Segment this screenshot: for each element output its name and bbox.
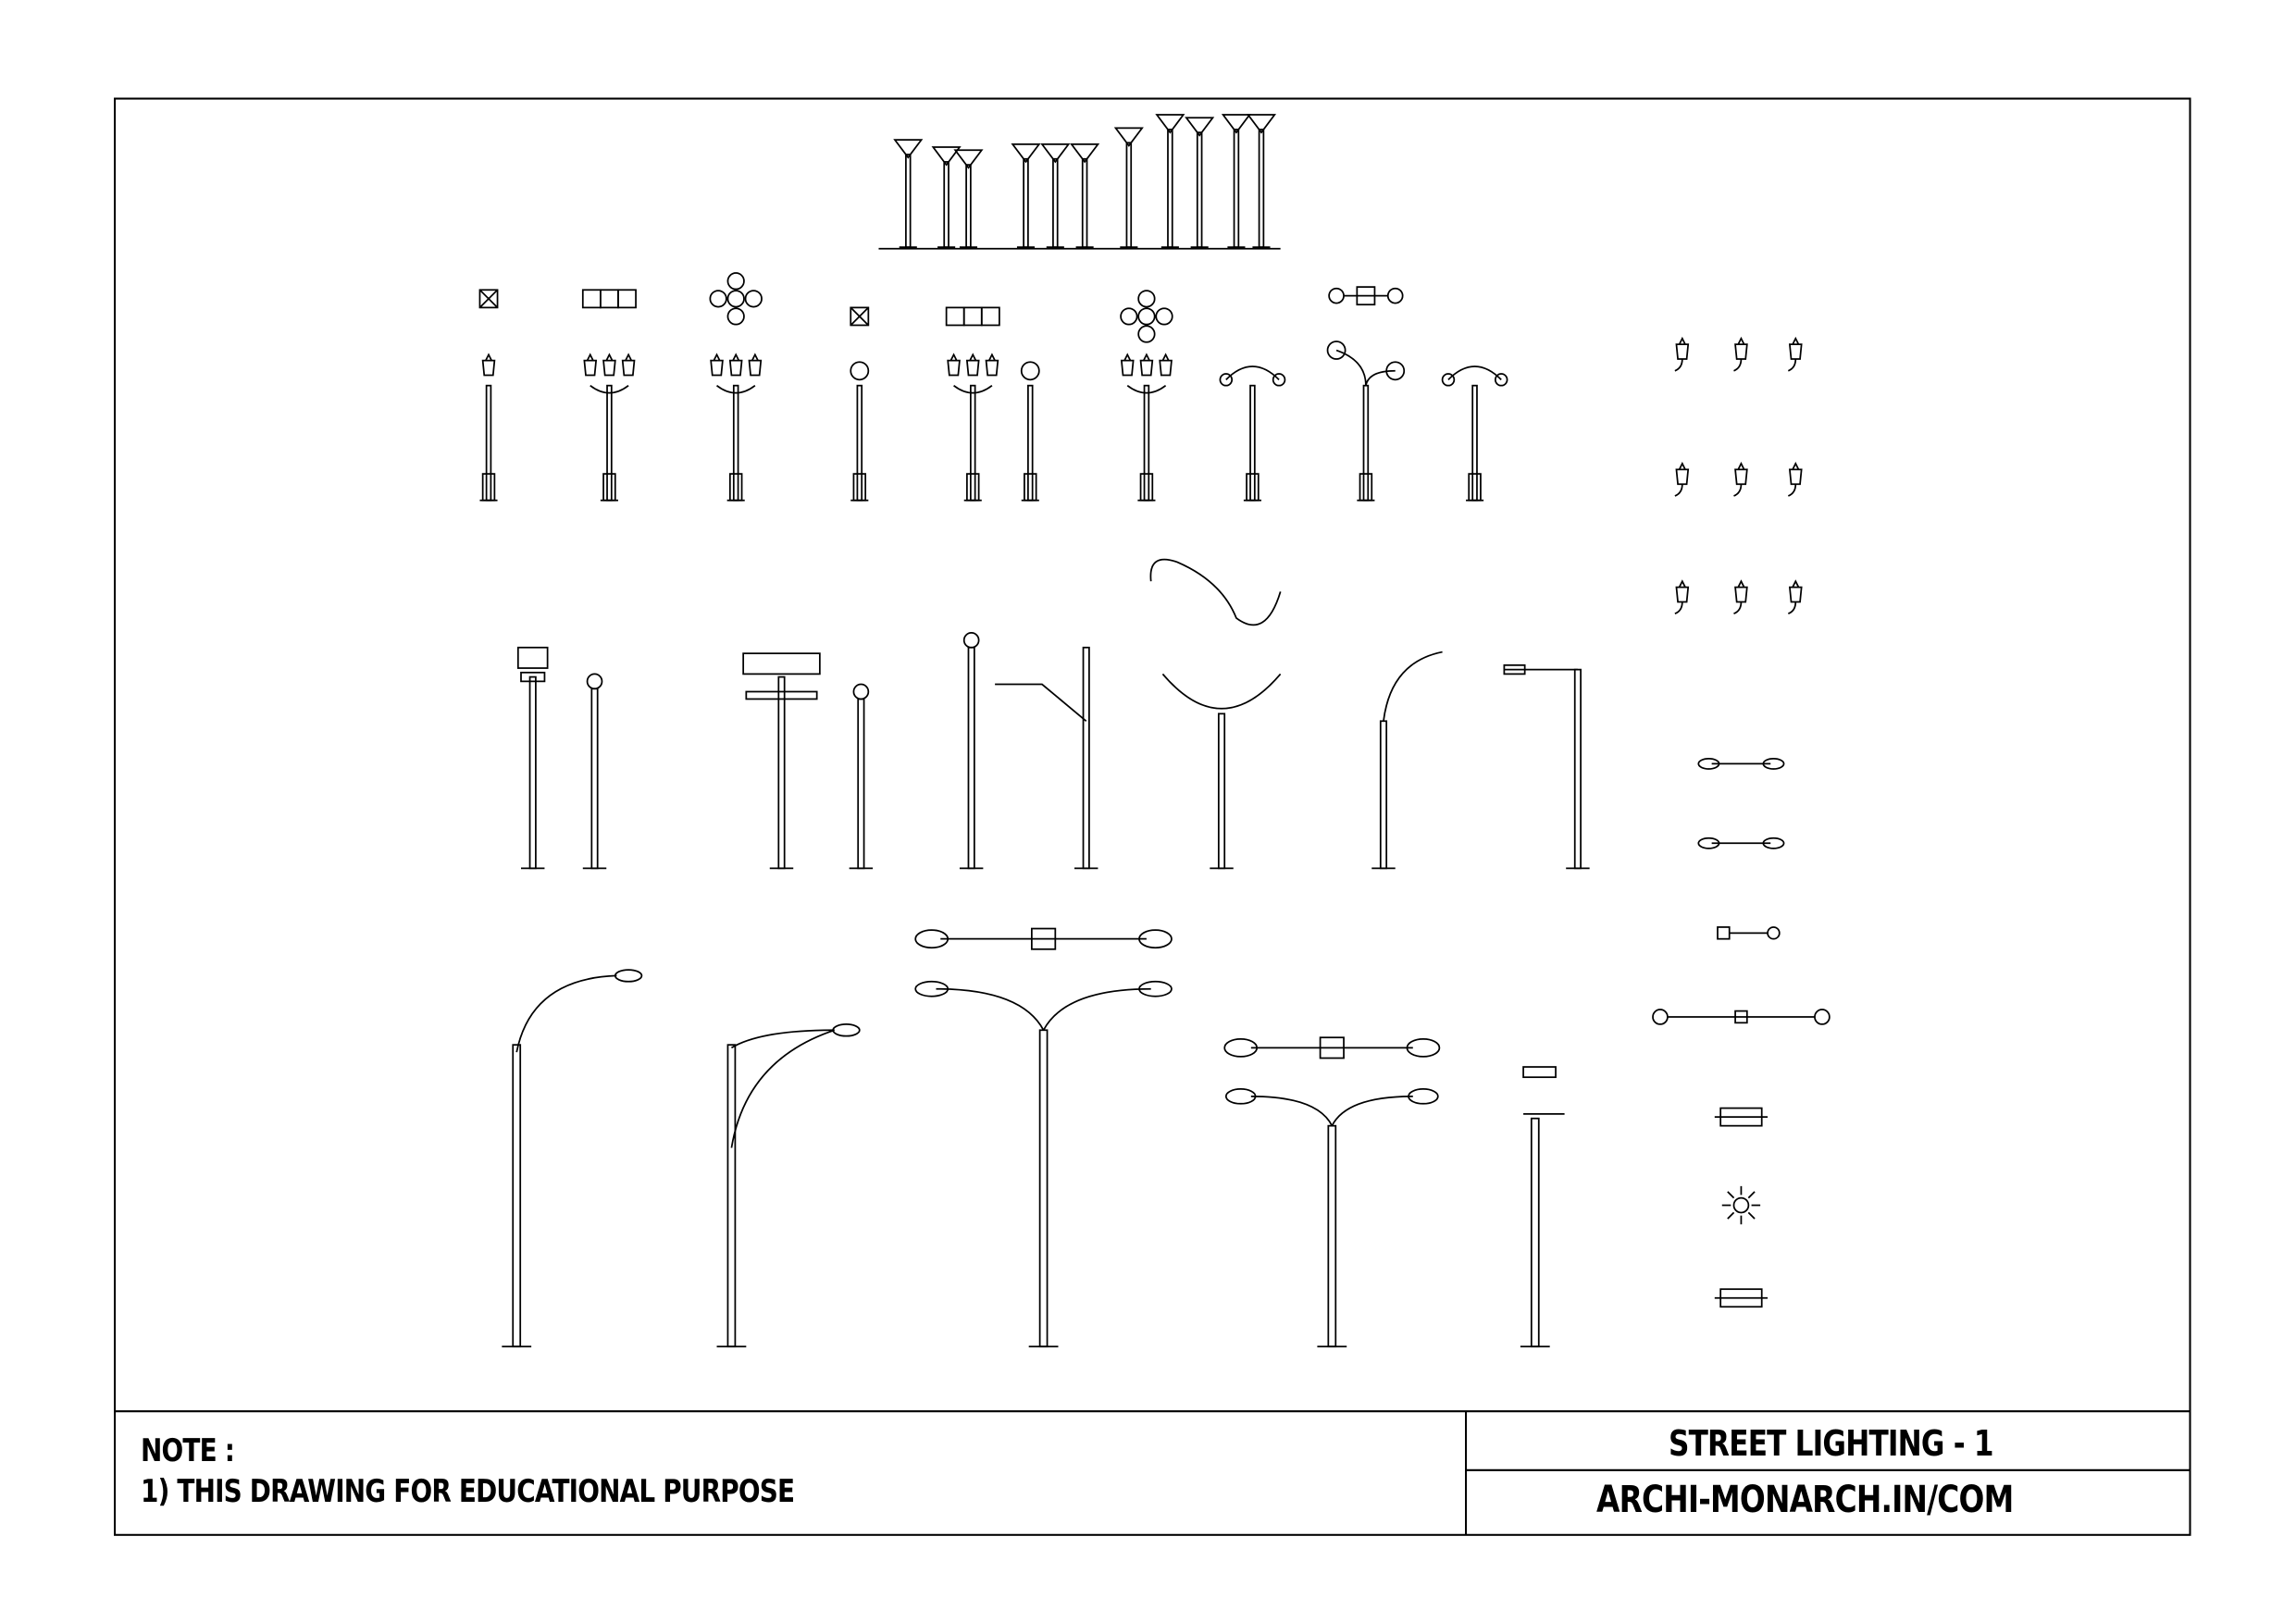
decorative-lamp-plan-symbol-6 [1120,290,1173,343]
top-row-lamp-post-9 [1185,117,1215,249]
wall-lamp-3 [1787,336,1803,372]
top-row-lamp-post-1 [893,139,924,249]
highway-lamp-post-1 [502,969,643,1348]
top-row-lamp-post-2 [931,146,962,249]
wall-lamp-9 [1787,579,1803,615]
decorative-lamp-plan-symbol-2 [581,289,637,309]
decorative-lamp-post-2 [583,353,636,502]
street-lamp-post-row3-6 [995,646,1098,870]
decorative-lamp-plan-symbol-4 [850,306,870,327]
top-row-lamp-post-5 [1040,142,1071,249]
top-row-lamp-post-7 [1113,127,1144,249]
street-lamp-post-row3-2 [582,673,607,870]
wall-lamp-7 [1674,579,1690,615]
top-row-lamp-post-3 [953,149,984,249]
street-lamp-post-row3-9 [1503,663,1590,870]
decorative-lamp-post-8 [1219,365,1286,502]
top-row-lamp-post-8 [1155,114,1185,249]
drawing-title: STREET LIGHTING - 1 [1669,1423,1994,1464]
decorative-lamp-post-6 [1020,361,1040,502]
plan-lamp-symbol-4 [1652,1009,1831,1025]
plan-lamp-symbol-1 [1697,757,1785,770]
plan-lamp-symbol-5 [1714,1107,1769,1127]
decorative-lamp-post-7 [1120,353,1173,502]
street-lamp-post-row3-1 [516,646,549,870]
top-row-lamp-post-6 [1070,142,1100,249]
drawing-border [114,97,2191,1536]
highway-lamp-post-5 [1520,1066,1565,1348]
highway-lamp-post-3 [914,927,1173,1348]
decorative-lamp-plan-symbol-3 [709,272,763,326]
wall-lamp-8 [1733,579,1748,615]
decorative-lamp-post-10 [1441,365,1508,502]
wall-lamp-2 [1733,336,1748,372]
wall-lamp-1 [1674,336,1690,372]
highway-lamp-post-2 [716,1023,861,1348]
top-row-lamp-post-4 [1011,142,1041,249]
note-heading: NOTE : [141,1432,235,1469]
wall-lamp-5 [1733,462,1748,497]
street-lamp-post-row3-8 [1371,650,1443,870]
street-lamp-post-row3-4 [849,683,874,870]
street-lamp-post-row3-3 [742,652,821,870]
decorative-lamp-post-1 [479,353,498,502]
street-lamp-post-row3-7 [1149,558,1282,870]
plan-lamp-symbol-6 [1721,1185,1761,1225]
highway-lamp-post-4 [1223,1036,1441,1348]
plan-lamp-symbol-3 [1717,926,1781,940]
plan-lamp-symbol-2 [1697,836,1785,849]
decorative-lamp-post-4 [850,361,870,502]
wall-lamp-6 [1787,462,1803,497]
decorative-lamp-post-3 [710,353,763,502]
top-row-lamp-post-10 [1221,114,1251,249]
decorative-lamp-plan-symbol-5 [945,306,1000,327]
decorative-lamp-plan-symbol-7 [1328,286,1404,306]
street-lamp-post-row3-5 [959,631,984,870]
plan-lamp-symbol-7 [1714,1288,1769,1308]
decorative-lamp-plan-symbol-1 [478,289,499,309]
decorative-lamp-post-9 [1326,341,1406,502]
note-line: 1) THIS DRAWING FOR EDUCATIONAL PURPOSE [141,1473,795,1510]
top-row-lamp-post-11 [1246,114,1277,249]
decorative-lamp-post-5 [947,353,999,502]
wall-lamp-4 [1674,462,1690,497]
website-label: ARCHI-MONARCH.IN/COM [1596,1479,2014,1521]
